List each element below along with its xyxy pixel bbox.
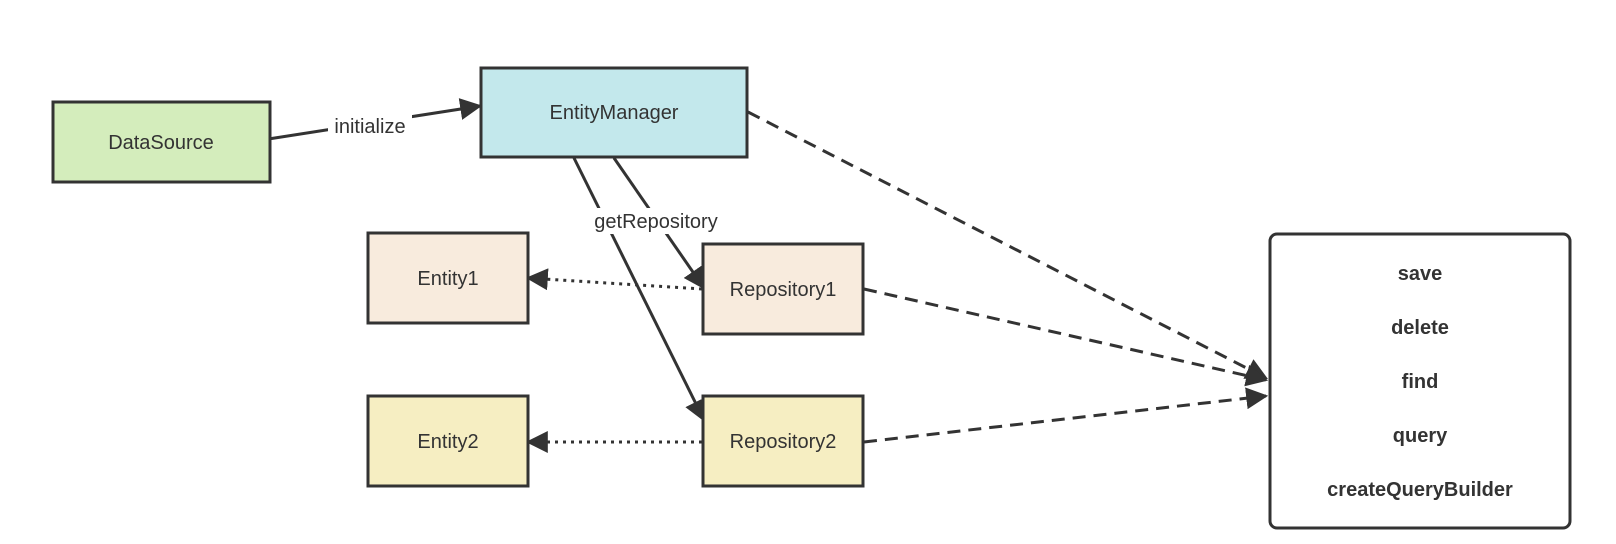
- edge-initialize-label-bg: [328, 112, 412, 138]
- node-repository2: Repository2: [701, 394, 865, 488]
- method-create-query-builder: createQueryBuilder: [1327, 479, 1513, 501]
- edge-get-repository-label: getRepository: [594, 211, 717, 233]
- node-entitymanager-box: [479, 66, 749, 159]
- node-entitymanager-label: EntityManager: [550, 102, 679, 124]
- node-entitymanager: EntityManager: [479, 66, 749, 159]
- method-find: find: [1402, 371, 1439, 393]
- edge-get-repository-label-bg: [588, 208, 724, 234]
- node-entity1-box: [366, 231, 530, 325]
- node-entity2: Entity2: [366, 394, 530, 488]
- method-save: save: [1398, 263, 1443, 285]
- node-datasource: DataSource: [51, 100, 272, 184]
- node-repository2-label: Repository2: [730, 431, 837, 453]
- edge-repository2-to-methods: [863, 387, 1269, 444]
- node-datasource-label: DataSource: [108, 132, 214, 154]
- node-entity1: Entity1: [366, 231, 530, 325]
- edge-initialize-label: initialize: [334, 116, 405, 138]
- node-methods-box: save delete find query createQueryBuilde…: [1268, 232, 1572, 530]
- method-delete: delete: [1391, 317, 1449, 339]
- method-query: query: [1393, 425, 1448, 447]
- node-entity2-box: [366, 394, 530, 488]
- methods-box: [1268, 232, 1572, 530]
- node-repository1-box: [701, 242, 865, 336]
- node-datasource-box: [51, 100, 272, 184]
- node-repository1-label: Repository1: [730, 279, 837, 301]
- node-repository2-box: [701, 394, 865, 488]
- edge-repository1-to-methods: [863, 287, 1269, 387]
- node-entity1-label: Entity1: [417, 268, 478, 290]
- edge-em-to-repository2: [572, 157, 706, 422]
- edge-repository1-to-entity1: [525, 268, 703, 291]
- node-entity2-label: Entity2: [417, 431, 478, 453]
- node-repository1: Repository1: [701, 242, 865, 336]
- edge-em-to-methods: [747, 110, 1268, 380]
